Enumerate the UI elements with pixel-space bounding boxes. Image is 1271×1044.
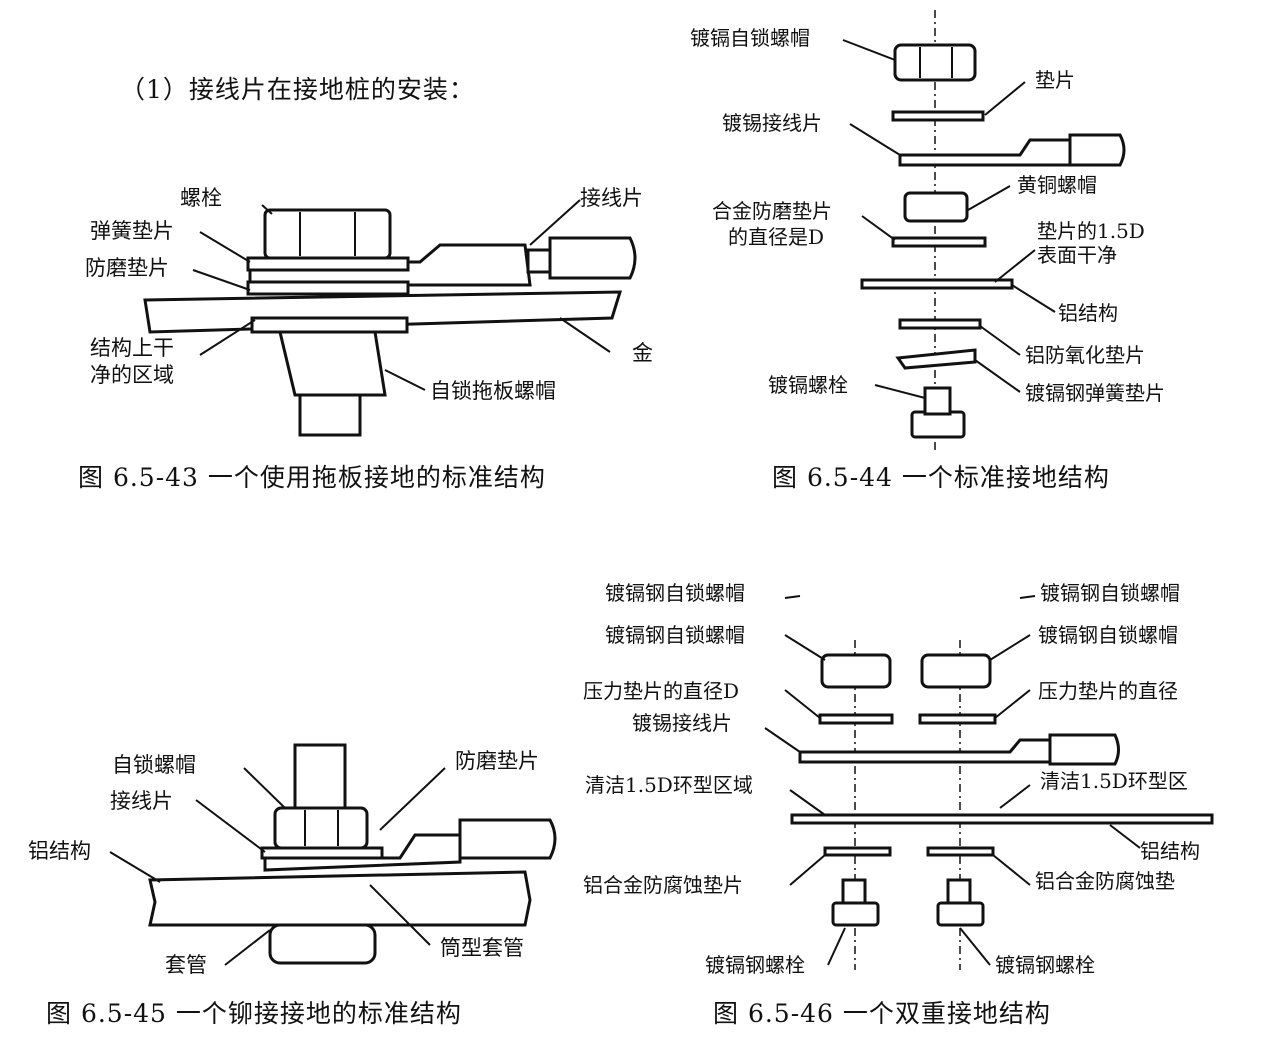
label-tin-lug: 镀锡接线片 — [722, 111, 822, 135]
nut-left — [820, 653, 892, 689]
wear-washer — [246, 280, 410, 296]
washer-left — [823, 846, 892, 857]
washer-right — [926, 846, 995, 857]
nut-bottom — [298, 393, 362, 437]
label-sleeve: 套管 — [165, 953, 207, 977]
label-al-washer: 铝防氧化垫片 — [1025, 343, 1145, 367]
spring-washer — [895, 348, 977, 370]
label-pressure-right: 压力垫片的直径 — [1038, 679, 1178, 703]
label-tube-sleeve: 筒型套管 — [440, 936, 524, 960]
label-alloy-washer-1: 合金防磨垫片 — [712, 199, 832, 223]
label-gold: 金 — [632, 341, 653, 365]
label-clean-area-2: 净的区域 — [90, 363, 174, 387]
label-washer: 垫片 — [1035, 68, 1075, 92]
label-pressure-left: 压力垫片的直径D — [583, 679, 739, 703]
tin-lug — [798, 738, 1052, 764]
label-nut: 自锁拖板螺帽 — [430, 379, 556, 403]
label-wear-washer: 防磨垫片 — [455, 749, 539, 773]
section-heading: （1）接线片在接地桩的安装： — [120, 75, 475, 104]
label-nut-left: 镀镉钢自锁螺帽 — [605, 623, 745, 647]
label-clean-area-1: 结构上干 — [90, 336, 174, 360]
label-tin-lug: 镀锡接线片 — [632, 711, 732, 735]
label-bolt: 螺栓 — [180, 186, 222, 210]
al-structure — [148, 870, 532, 927]
label-washer-right: 铝合金防腐蚀垫 — [1035, 869, 1175, 893]
al-structure — [790, 813, 1214, 825]
caption-fig-44: 图 6.5-44 一个标准接地结构 — [772, 463, 1110, 492]
label-clean-right: 清洁1.5D环型区 — [1040, 769, 1188, 793]
brass-nut — [903, 191, 969, 223]
platform-nut — [278, 330, 387, 397]
bolt-left — [831, 901, 880, 927]
label-brass-nut: 黄铜螺帽 — [1017, 173, 1097, 197]
pressure-washer-right — [918, 713, 997, 725]
pressure-washer-left — [818, 713, 894, 725]
label-top-left: 镀镉钢自锁螺帽 — [605, 581, 745, 605]
label-nut: 自锁螺帽 — [112, 753, 196, 777]
label-cd-bolt: 镀镉螺栓 — [768, 373, 848, 397]
spring-washer — [246, 256, 410, 272]
label-spring-washer: 弹簧垫片 — [90, 219, 174, 243]
label-bolt-left: 镀镉钢螺栓 — [705, 953, 805, 977]
label-clean-1: 垫片的1.5D — [1037, 219, 1145, 243]
label-cd-nut: 镀镉自锁螺帽 — [690, 26, 810, 50]
bolt-right — [936, 901, 985, 927]
label-clean-2: 表面干净 — [1037, 243, 1117, 267]
label-al-structure: 铝结构 — [1140, 839, 1200, 863]
lug-cable — [548, 236, 637, 280]
label-alloy-washer-2: 的直径是D — [728, 225, 824, 249]
caption-fig-43: 图 6.5-43 一个使用拖板接地的标准结构 — [78, 463, 546, 492]
al-structure — [860, 278, 1014, 290]
label-lug: 接线片 — [110, 789, 173, 813]
alloy-washer — [891, 236, 987, 248]
sleeve — [268, 923, 377, 965]
label-nut-right: 镀镉钢自锁螺帽 — [1038, 623, 1178, 647]
label-al-structure: 铝结构 — [1058, 301, 1118, 325]
label-bolt-right: 镀镉钢螺栓 — [995, 953, 1095, 977]
nut-right — [920, 653, 992, 689]
al-washer — [898, 318, 982, 330]
label-wear-washer: 防磨垫片 — [85, 256, 169, 280]
caption-fig-45: 图 6.5-45 一个铆接接地的标准结构 — [46, 999, 462, 1028]
label-clean-left: 清洁1.5D环型区域 — [585, 773, 753, 797]
label-al-structure: 铝结构 — [28, 839, 91, 863]
cd-nut — [893, 43, 977, 82]
label-washer-left: 铝合金防腐蚀垫片 — [583, 873, 743, 897]
washer — [891, 110, 985, 122]
label-lug: 接线片 — [580, 186, 643, 210]
label-spring-washer: 镀镉钢弹簧垫片 — [1025, 381, 1165, 405]
caption-fig-46: 图 6.5-46 一个双重接地结构 — [713, 999, 1051, 1028]
label-top-right: 镀镉钢自锁螺帽 — [1040, 581, 1180, 605]
